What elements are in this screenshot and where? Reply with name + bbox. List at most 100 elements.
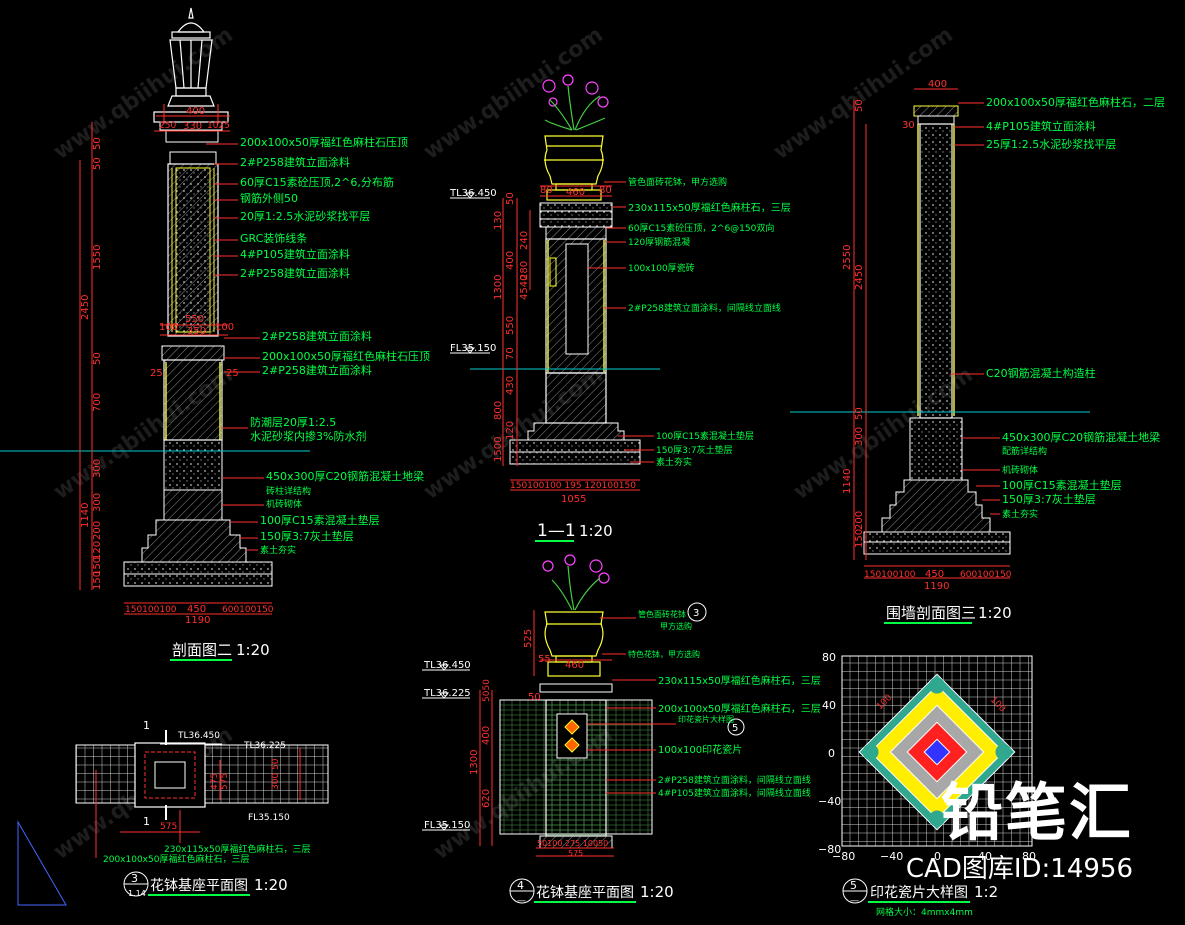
dim-label: 400 (505, 251, 516, 270)
wall-section-title: 围墙剖面图三 (886, 604, 976, 622)
plan-3-base: 1 1 TL36.450 TL36.225 FL35.150 575 475 5… (17, 719, 329, 906)
note: 2#P258建筑立面涂料 (240, 155, 350, 169)
dim-label: 460 (565, 660, 584, 671)
dim-label: 800 (493, 401, 504, 420)
dim-label: 4540 (519, 275, 530, 300)
note: 管色面砖花钵，甲方选购 (628, 176, 727, 188)
dim-label: 700 (92, 393, 103, 412)
dim-label: 50 (92, 352, 103, 365)
note: 4#P105建筑立面涂料 (986, 119, 1096, 133)
dim-label: 575 (160, 822, 177, 832)
dim-label: 575 (220, 773, 230, 790)
dim-label: 525 (523, 629, 534, 648)
tick-label: 0 (828, 747, 835, 760)
plan3-level-tl2: TL36.225 (243, 741, 286, 751)
note: C20钢筋混凝土构造柱 (986, 366, 1096, 380)
dim-label: 475 (210, 773, 220, 790)
note: 60厚C15素砼压顶，2^6@150双向 (628, 222, 774, 234)
cut-marker: 1 (143, 719, 150, 732)
dim-label: 1190 (924, 581, 949, 592)
dim-label: 1025 (207, 121, 230, 131)
tick-label: −80 (832, 850, 855, 863)
note: 甲方选购 (660, 621, 692, 631)
dim-label: 300 (92, 493, 103, 512)
note: 特色花钵，甲方选购 (628, 649, 700, 659)
tick-label: −40 (880, 850, 903, 863)
plan4-ref: — (517, 896, 526, 906)
plan4-number: 4 (517, 879, 524, 892)
note: 砖柱详结构 (266, 485, 311, 497)
dim-label: 1140 (80, 503, 91, 528)
dim-label: 120 (505, 421, 516, 440)
wall-dim-labels: 400 30 50 2550 2450 50 300 1140 200 150 … (842, 79, 1012, 592)
tile5-grid-note: 网格大小：4mmx4mm (876, 906, 973, 918)
note: 100x100厚瓷砖 (628, 262, 695, 274)
note: 150厚3:7灰土垫层 (656, 444, 733, 456)
dim-label: 200 (854, 511, 865, 530)
dim-label: 240 (519, 231, 530, 250)
dim-label: 400 (186, 106, 205, 117)
note: 机砖砌体 (266, 498, 302, 510)
note: 20厚1:2.5水泥砂浆找平层 (240, 209, 370, 223)
plan3-level-tl: TL36.450 (177, 731, 220, 741)
wall-notes: 200x100x50厚福红色麻柱石，二层 4#P105建筑立面涂料 25厚1:2… (986, 95, 1165, 520)
tile5-scale: 1:2 (974, 883, 998, 901)
dim-label: 2550 (842, 245, 853, 270)
dim-label: 150 (92, 571, 103, 590)
dim-label: 120 (92, 541, 103, 560)
dim-label: 300 (92, 459, 103, 478)
plan4-level-tl2: TL36.225 (423, 688, 471, 699)
dim-label: 330 (183, 121, 202, 132)
note: 200x100x50厚福红色麻柱石，三层 (658, 702, 821, 715)
dim-label: 5050 (482, 679, 492, 702)
note: 素土夯实 (1002, 508, 1038, 520)
dim-label: 2450 (80, 295, 91, 320)
dim-label: 150 (92, 557, 103, 576)
dim-label: 1055 (561, 494, 586, 505)
note: 200x100x50厚福红色麻柱石，二层 (986, 95, 1165, 109)
dim-label: 150 (854, 529, 865, 548)
dim-label: 150100100 195 120100150 (510, 481, 636, 491)
note: 150厚3:7灰土垫层 (260, 529, 354, 543)
dim-label: 430 (505, 376, 516, 395)
tile-axis-ticks: 80 40 0 −40 −80 −80 −40 0 40 80 (818, 651, 1036, 863)
dim-label: 50 (92, 137, 103, 150)
tick-label: 0 (934, 850, 941, 863)
dim-label: 2450 (854, 265, 865, 290)
wall-section-3: 400 30 50 2550 2450 50 300 1140 200 150 … (790, 79, 1165, 624)
dim-label: 50 (271, 758, 281, 770)
note: 60厚C15素砼压顶,2^6,分布筋 (240, 175, 394, 189)
dim-label: 200 (92, 521, 103, 540)
note: 钢筋外侧50 (240, 191, 298, 205)
dim-label: 25 (150, 368, 163, 379)
note: 450x300厚C20钢筋混凝土地梁 (266, 469, 424, 483)
note: 4#P105建筑立面涂料，间隔线立面线 (658, 787, 811, 799)
note: 2#P258建筑立面涂料 (240, 266, 350, 280)
dim-label: 575 (568, 849, 583, 858)
col-vertical-dims: 50 50 1550 2450 50 700 300 300 1140 200 … (80, 137, 103, 590)
section-1-1-planter: TL36.450 FL35.150 80 460 80 150100100 19… (449, 74, 791, 542)
plan3-title: 花钵基座平面图 (150, 877, 248, 894)
note: 100厚C15素混凝土垫层 (656, 430, 754, 442)
dim-label: 600100150 (222, 605, 274, 615)
dim-label: 1300 (469, 750, 480, 775)
plan-4-elevation: TL36.450 TL36.225 FL35.150 525 55 460 50… (422, 554, 821, 906)
dim-label: 70 (505, 347, 516, 360)
note: 2#P258建筑立面涂料，间隔线立面线 (658, 774, 811, 786)
section-2-scale: 1:20 (236, 641, 270, 659)
level-fl: FL35.150 (450, 343, 496, 354)
dim-label: 55 (538, 654, 551, 665)
note: 2#P258建筑立面涂料 (262, 363, 372, 377)
dim-label: 400 (928, 79, 947, 90)
note: 200x100x50厚福红色麻柱石压顶 (240, 135, 408, 149)
note: 机砖砌体 (1002, 464, 1038, 476)
col-dim-labels: 400 250 330 1025 550 350 100 100 25 25 1… (125, 106, 274, 626)
tile5-ref: — (850, 896, 859, 906)
svg-text:www.qbiihui.com: www.qbiihui.com (419, 22, 608, 165)
note: GRC装饰线条 (240, 231, 307, 245)
dim-label: 550 (505, 316, 516, 335)
dim-label: 25 (226, 368, 239, 379)
tile5-title: 印花瓷片大样图 (870, 885, 968, 901)
dim-label: 600100150 (960, 570, 1012, 580)
